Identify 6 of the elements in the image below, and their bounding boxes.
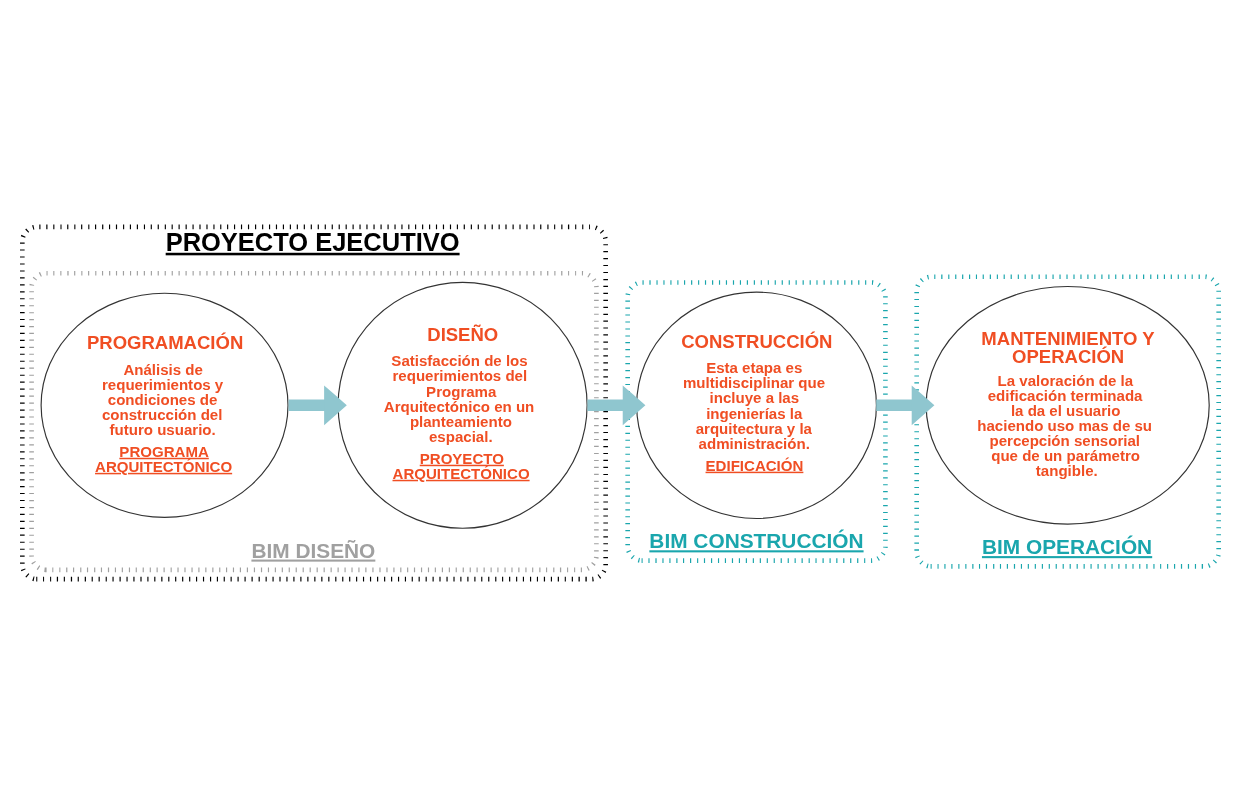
arrow (288, 385, 347, 426)
arrow (587, 385, 646, 426)
node-circle: CONSTRUCCIÓN Esta etapa es multidisciplinar que incluye a las ingenierías la arquitectura y la administración. EDIFICACIÓN (636, 291, 877, 520)
node-circle: PROGRAMACIÓN Análisis de requerimientos y condiciones de construcción del futuro usuario. PROGRAMA ARQUITECTÓNICO (40, 292, 289, 518)
node-circle: DISEÑO Satisfacción de los requerimientos del Programa Arquitectónico en un planteamiento espacial. PROYECTO ARQUITECTÓNICO (337, 281, 588, 529)
node-ellipse: MANTENIMIENTO Y OPERACIÓN La valoración de la edificación terminada la da el usuario haciendo uso mas de su percepción sensorial que de un parámetro tangible. (925, 285, 1210, 525)
